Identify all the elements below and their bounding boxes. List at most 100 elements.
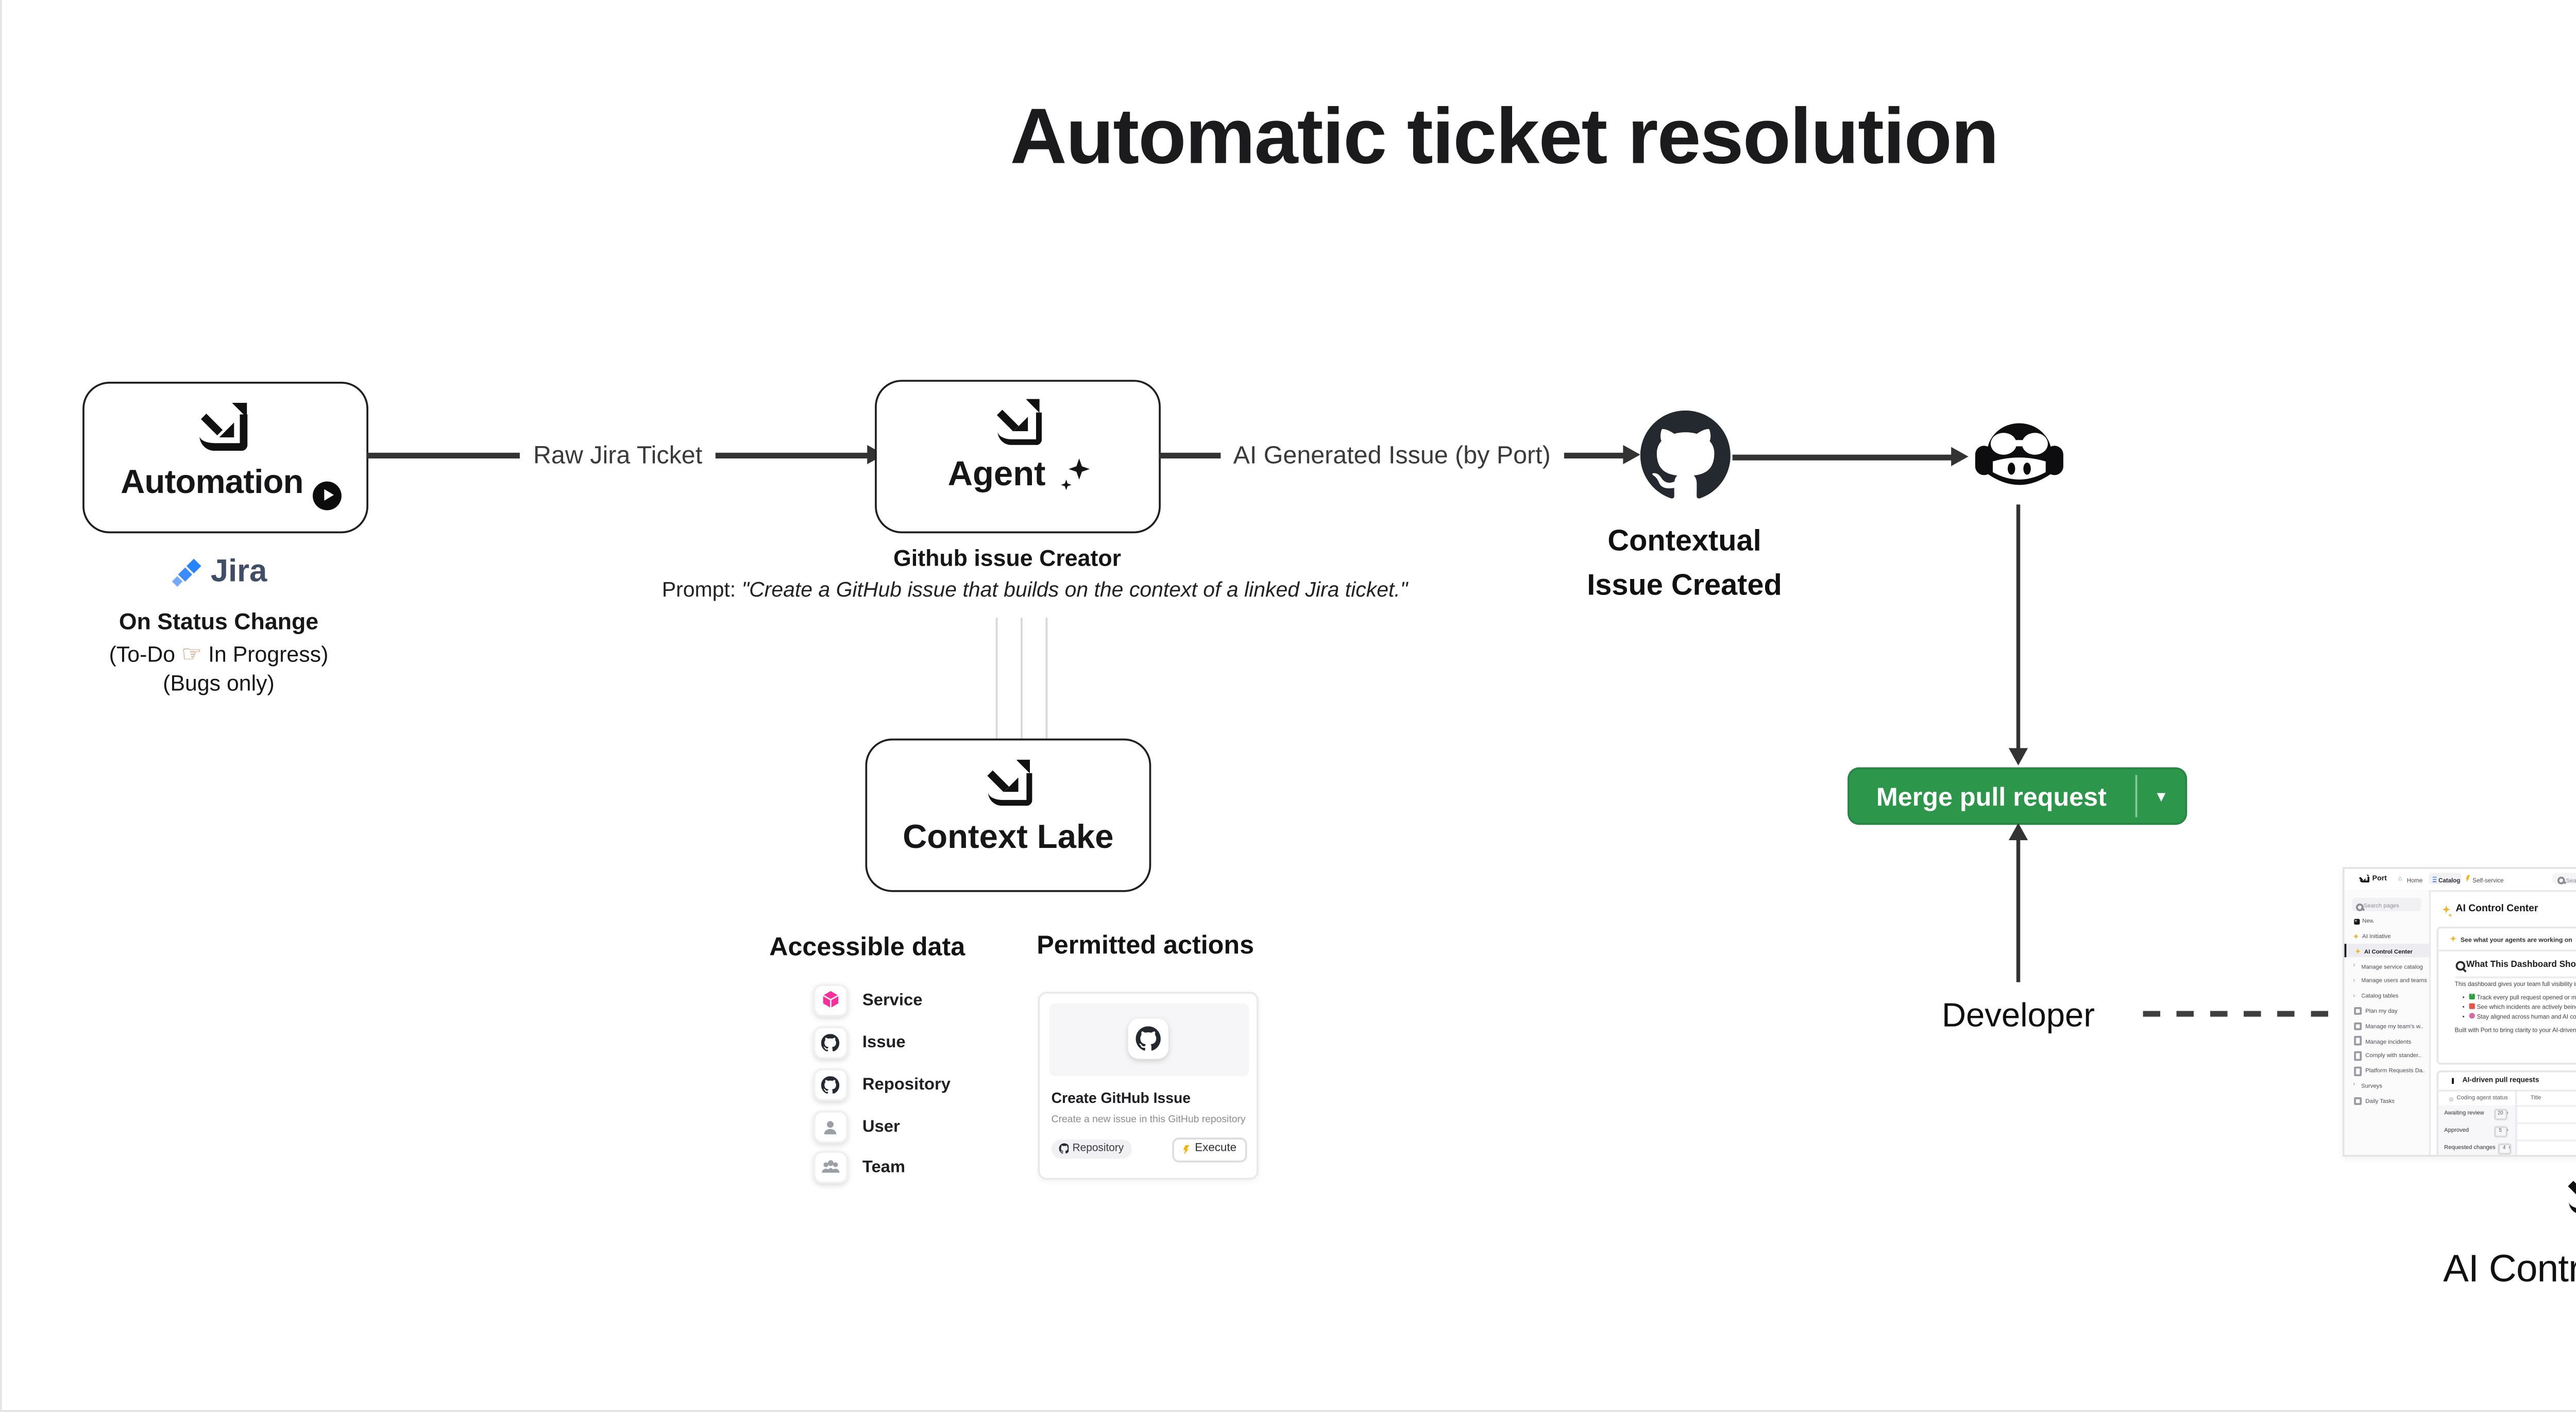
nav-catalog[interactable]: Catalog <box>2438 876 2461 884</box>
play-icon[interactable] <box>312 481 342 511</box>
plus-square-icon <box>2353 918 2359 925</box>
sidebar-item-manage-users-teams[interactable]: Manage users and teams <box>2345 974 2428 988</box>
repository-pill[interactable]: Repository <box>1050 1139 1132 1158</box>
prompt-prefix: Prompt: <box>662 579 736 603</box>
search-icon <box>2355 903 2364 910</box>
nav-home[interactable]: Home <box>2406 876 2423 884</box>
generic-icon <box>2353 1036 2362 1046</box>
sidebar-item-manage-incidents[interactable]: Manage incidents <box>2345 1034 2428 1048</box>
sparkle-icon <box>2353 933 2359 940</box>
port-logo-icon <box>996 399 1042 445</box>
nav-self-service[interactable]: Self-service <box>2472 876 2504 884</box>
ai-control-center-label: AI Control Center <box>2443 1249 2576 1291</box>
sidebar-item-ai-initiative[interactable]: AI Initiative <box>2345 929 2428 943</box>
github-tile-icon <box>1128 1018 1168 1059</box>
sidebar-item-catalog-tables[interactable]: Catalog tables <box>2345 989 2428 1003</box>
sparkle-icon-small <box>2448 913 2452 917</box>
expand-chevron-icon[interactable]: › <box>2508 1144 2511 1152</box>
search-placeholder: Search <box>2566 876 2576 884</box>
edge-label-ai-generated-issue: AI Generated Issue (by Port) <box>1219 440 1564 470</box>
list-item-label: Repository <box>862 1075 951 1094</box>
permitted-actions-heading: Permitted actions <box>1037 930 1255 959</box>
chevron-right-icon <box>2353 993 2358 999</box>
sidebar-item-plan-my-day[interactable]: Plan my day <box>2345 1004 2428 1018</box>
mini-sidebar: Search pages New AI Initiative AI Contro… <box>2344 889 2430 1155</box>
footer-note: Built with Port to bring clarity to your… <box>2454 1026 2576 1034</box>
accessible-data-heading: Accessible data <box>769 932 965 961</box>
table-row[interactable]: Requested changes 4 › <box>2438 1138 2576 1155</box>
status-label: Awaiting review <box>2444 1110 2484 1118</box>
sidebar-item-platform-requests[interactable]: Platform Requests Da.. <box>2345 1064 2428 1078</box>
list-item-user: User <box>813 1110 900 1144</box>
sidebar-item-ai-control-center[interactable]: AI Control Center <box>2344 944 2428 959</box>
lightning-icon <box>1183 1144 1190 1155</box>
generic-icon <box>2353 1066 2362 1076</box>
repository-pill-label: Repository <box>1072 1143 1124 1154</box>
sidebar-search-placeholder: Search pages <box>2363 902 2399 910</box>
table-row[interactable]: Approved 5 › <box>2438 1121 2576 1139</box>
merge-pull-request-button[interactable]: Merge pull request <box>1848 767 2188 825</box>
count-badge: 20 <box>2494 1108 2507 1120</box>
list-item-repository: Repository <box>813 1067 951 1101</box>
sidebar-item-manage-my-teams-work[interactable]: Manage my team's w.. <box>2345 1019 2428 1033</box>
sparkle-icon <box>2442 905 2451 914</box>
list-item-label: User <box>862 1117 900 1136</box>
count-badge: 4 <box>2498 1143 2511 1155</box>
agent-name: Github issue Creator <box>893 545 1122 572</box>
ai-control-center-screenshot[interactable]: Port ⌂ Home Catalog Self-service Search … <box>2342 867 2576 1157</box>
merge-dropdown-caret[interactable] <box>2136 768 2188 825</box>
prompt-text: "Create a GitHub issue that builds on th… <box>741 579 1408 603</box>
github-icon <box>813 1067 848 1101</box>
mini-page-title: AI Control Center <box>2455 903 2538 915</box>
context-lake-label: Context Lake <box>903 817 1114 856</box>
list-item-label: Team <box>862 1157 906 1177</box>
column-coding-agent-status[interactable]: Coding agent status <box>2456 1094 2508 1102</box>
sidebar-item-comply-with-standards[interactable]: Comply with stander.. <box>2345 1049 2428 1063</box>
dashboard-info-card: See what your agents are working on What… <box>2436 926 2576 1065</box>
context-line <box>994 618 997 739</box>
caption-line2: Issue Created <box>1587 569 1782 603</box>
generic-icon <box>2353 1007 2362 1016</box>
jira-wordmark: Jira <box>210 554 267 589</box>
expand-chevron-icon[interactable]: › <box>2506 1109 2509 1117</box>
service-cube-icon <box>813 983 848 1017</box>
trigger-to: In Progress) <box>208 644 329 668</box>
expand-chevron-icon[interactable]: › <box>2506 1126 2509 1134</box>
section-title: What This Dashboard Shows <box>2466 959 2576 969</box>
divider <box>2454 975 2576 977</box>
trigger-detail: (To-Do ☞ In Progress) <box>27 641 411 668</box>
port-logo-icon <box>2359 874 2369 883</box>
column-title[interactable]: Title <box>2530 1094 2541 1102</box>
developer-label: Developer <box>1941 995 2095 1034</box>
divider <box>2438 1089 2576 1091</box>
sidebar-item-daily-tasks[interactable]: Daily Tasks <box>2345 1094 2428 1108</box>
table-row[interactable]: Awaiting review 20 › <box>2438 1104 2576 1122</box>
pull-requests-table-card: AI-driven pull requests ⊙ Coding agent s… <box>2436 1069 2576 1155</box>
edge-ai-generated-issue: AI Generated Issue (by Port) <box>1159 440 1625 470</box>
bullet-text: See which incidents are actively being h… <box>2477 1003 2576 1011</box>
list-item-label: Issue <box>862 1032 906 1052</box>
context-lake-node: Context Lake <box>865 738 1151 892</box>
port-logo-icon <box>199 403 249 453</box>
merge-button-label[interactable]: Merge pull request <box>1876 781 2107 811</box>
context-line <box>1020 618 1022 739</box>
chevron-right-icon <box>2353 978 2358 984</box>
agent-node: Agent <box>875 380 1161 534</box>
execute-button[interactable]: Execute <box>1173 1137 1246 1162</box>
bullet-text: Track every pull request opened or modif… <box>2477 994 2576 1002</box>
table-title: AI-driven pull requests <box>2462 1077 2539 1085</box>
brand-label: Port <box>2372 875 2387 882</box>
github-icon <box>1058 1143 1069 1153</box>
automation-node: Automation <box>82 382 368 534</box>
sidebar-item-new[interactable]: New <box>2345 914 2428 928</box>
edge-review-to-merge <box>2015 504 2021 751</box>
search-icon <box>2557 876 2566 884</box>
status-label: Approved <box>2444 1127 2469 1135</box>
generic-icon <box>2353 1051 2362 1061</box>
self-service-bolt-icon <box>2466 875 2470 882</box>
action-card-banner <box>1048 1002 1248 1076</box>
check-icon <box>2469 994 2476 1000</box>
sidebar-item-surveys[interactable]: Surveys <box>2345 1079 2428 1093</box>
sidebar-item-manage-service-catalog[interactable]: Manage service catalog <box>2345 959 2428 973</box>
